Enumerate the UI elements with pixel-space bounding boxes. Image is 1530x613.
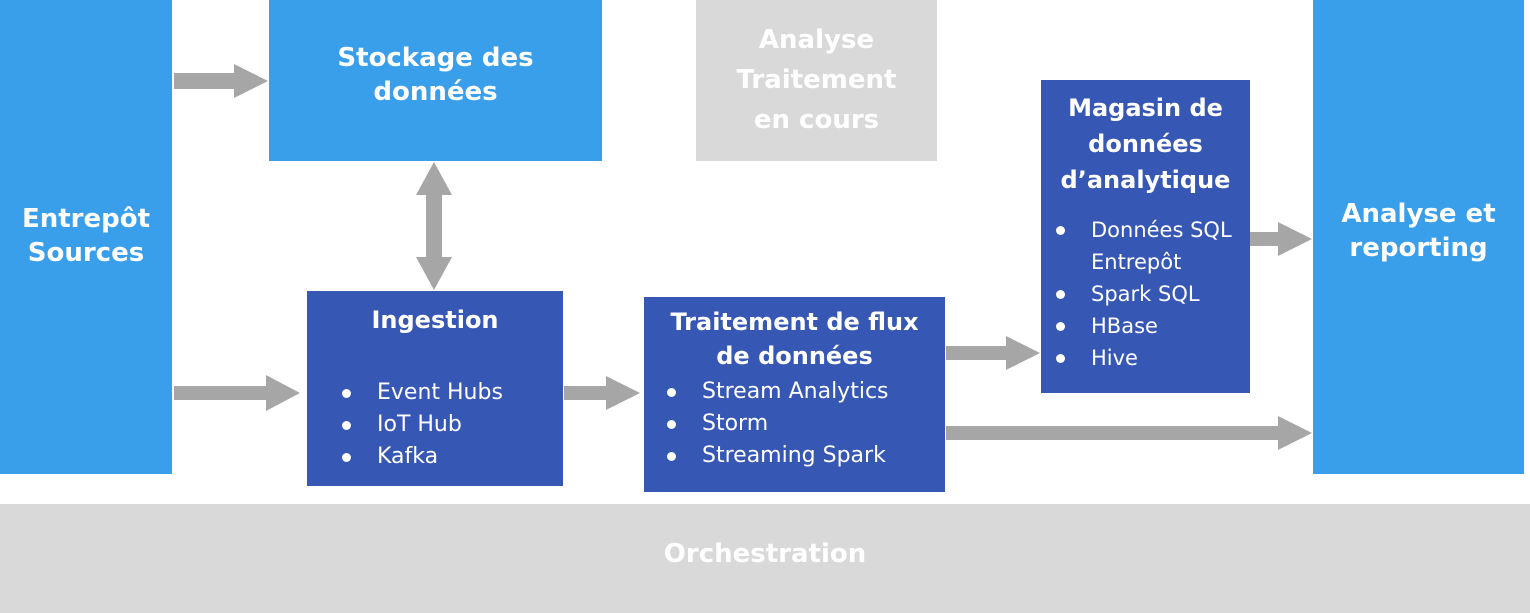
orchestration-title: Orchestration: [0, 538, 1530, 572]
analytics-store-list: Données SQL Entrepôt Spark SQL HBase Hiv…: [1056, 214, 1232, 374]
item-line: Stream Analytics: [702, 379, 889, 404]
arrow-stream-to-store: [946, 336, 1040, 370]
analytics-store-box: Magasin de données d’analytique Données …: [1041, 80, 1250, 393]
title-line: Magasin de: [1068, 94, 1223, 122]
item-line: Event Hubs: [377, 380, 503, 405]
analytics-store-title: Magasin de données d’analytique: [1041, 90, 1250, 198]
batch-processing-title: Analyse Traitement en cours: [696, 20, 937, 140]
list-item: Storm: [667, 408, 889, 440]
data-sources-title: Entrepôt Sources: [0, 203, 172, 271]
list-item: IoT Hub: [342, 409, 503, 441]
arrow-ingestion-to-stream: [564, 376, 640, 410]
analysis-reporting-title: Analyse et reporting: [1313, 198, 1524, 266]
item-line: Entrepôt: [1091, 250, 1182, 274]
title-line: Entrepôt: [21, 204, 151, 234]
arrow-storage-ingestion: [416, 162, 452, 290]
title-line: données: [373, 76, 498, 107]
title-line: de données: [716, 342, 873, 370]
title-line: Traitement de flux: [670, 308, 919, 336]
ingestion-title: Ingestion: [307, 305, 563, 336]
analysis-reporting-box: Analyse et reporting: [1313, 0, 1524, 474]
arrow-sources-to-storage: [174, 64, 268, 98]
item-line: Spark SQL: [1091, 282, 1200, 306]
batch-processing-box: Analyse Traitement en cours: [696, 0, 937, 161]
list-item: Streaming Spark: [667, 440, 889, 472]
item-line: Kafka: [377, 444, 439, 469]
title-line: Traitement: [736, 65, 897, 95]
item-line: HBase: [1091, 314, 1158, 338]
title-line: Analyse et: [1341, 199, 1496, 229]
item-line: IoT Hub: [377, 412, 462, 437]
title-line: en cours: [753, 105, 880, 135]
arrow-store-to-reporting: [1250, 222, 1312, 256]
title-line: Orchestration: [663, 539, 867, 569]
list-item: Event Hubs: [342, 377, 503, 409]
arrow-sources-to-ingestion: [174, 375, 300, 411]
item-line: Streaming Spark: [702, 443, 886, 468]
ingestion-box: Ingestion Event Hubs IoT Hub Kafka: [307, 291, 563, 486]
data-storage-box: Stockage des données: [269, 0, 602, 161]
list-item: Kafka: [342, 441, 503, 473]
title-line: d’analytique: [1060, 166, 1231, 194]
title-line: Ingestion: [371, 306, 499, 334]
list-item: HBase: [1056, 310, 1232, 342]
title-line: Sources: [27, 237, 145, 268]
item-line: Storm: [702, 411, 769, 436]
list-item: Données SQL Entrepôt: [1056, 214, 1232, 278]
list-item: Hive: [1056, 342, 1232, 374]
title-line: reporting: [1349, 232, 1488, 263]
data-storage-title: Stockage des données: [269, 42, 602, 110]
title-line: Analyse: [758, 25, 875, 55]
stream-processing-title: Traitement de flux de données: [644, 305, 945, 373]
data-sources-box: Entrepôt Sources: [0, 0, 172, 474]
list-item: Stream Analytics: [667, 376, 889, 408]
title-line: Stockage des: [337, 43, 534, 73]
item-line: Données SQL: [1091, 218, 1232, 242]
title-line: données: [1088, 130, 1203, 158]
stream-processing-list: Stream Analytics Storm Streaming Spark: [667, 376, 889, 472]
orchestration-bar: Orchestration: [0, 504, 1530, 613]
arrow-stream-to-reporting: [946, 416, 1312, 450]
ingestion-list: Event Hubs IoT Hub Kafka: [342, 377, 503, 473]
stream-processing-box: Traitement de flux de données Stream Ana…: [644, 297, 945, 492]
item-line: Hive: [1091, 346, 1138, 370]
list-item: Spark SQL: [1056, 278, 1232, 310]
